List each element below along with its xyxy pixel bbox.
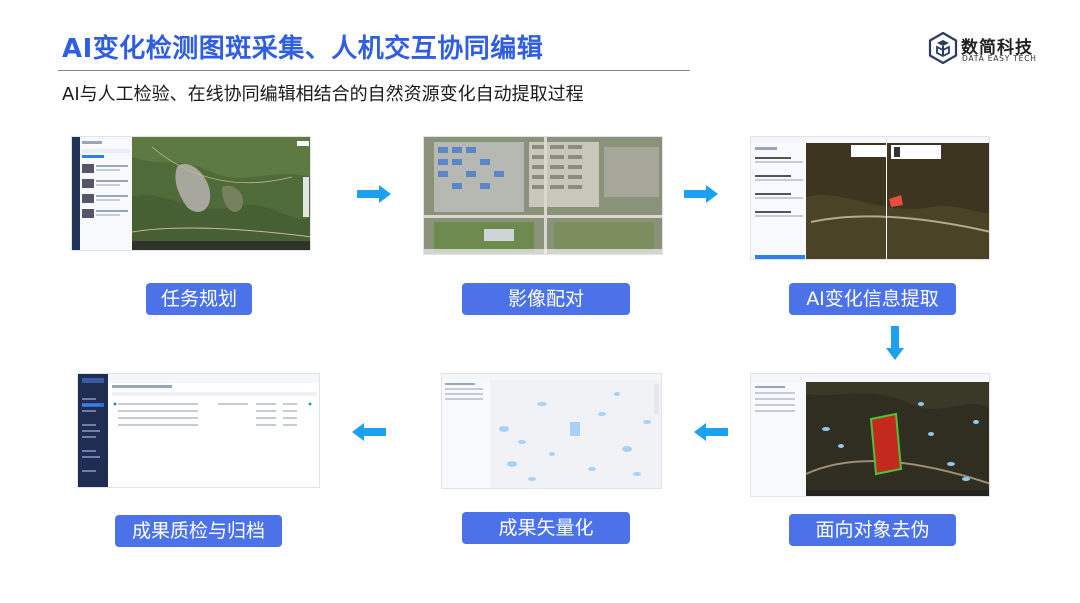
image-pairing-image — [424, 137, 662, 254]
screenshot-ai-extraction — [750, 136, 990, 260]
logo-mark-icon — [928, 32, 958, 64]
step-label-task-planning: 任务规划 — [146, 283, 252, 315]
arrow-right-icon — [684, 185, 718, 203]
screenshot-image-pairing — [423, 136, 663, 255]
step-label-object-filtering: 面向对象去伪 — [789, 514, 956, 546]
company-logo: 数简科技 DATA EASY TECH — [928, 30, 1046, 66]
logo-name: 数简科技 — [961, 38, 1033, 58]
screenshot-qa-archiving — [77, 373, 320, 488]
screenshot-vectorization — [441, 373, 662, 489]
step-label-ai-extraction: AI变化信息提取 — [789, 283, 956, 315]
slide-subtitle: AI与人工检验、在线协同编辑相结合的自然资源变化自动提取过程 — [62, 84, 584, 105]
step-label-image-pairing: 影像配对 — [462, 283, 630, 315]
step-label-qa-archiving: 成果质检与归档 — [115, 515, 282, 547]
screenshot-object-filtering — [750, 373, 990, 497]
object-filtering-image — [751, 374, 989, 496]
step-label-vectorization: 成果矢量化 — [462, 512, 630, 544]
arrow-down-icon — [886, 326, 904, 360]
task-planning-image — [72, 137, 310, 250]
qa-archiving-image — [78, 374, 319, 487]
screenshot-task-planning — [71, 136, 311, 251]
ai-extraction-image — [751, 137, 989, 259]
title-divider — [58, 70, 690, 71]
arrow-left-icon — [694, 423, 728, 441]
arrow-left-icon — [352, 423, 386, 441]
arrow-right-icon — [357, 185, 391, 203]
slide-title: AI变化检测图斑采集、人机交互协同编辑 — [62, 34, 544, 64]
vectorization-image — [442, 374, 661, 488]
logo-english: DATA EASY TECH — [962, 54, 1037, 63]
